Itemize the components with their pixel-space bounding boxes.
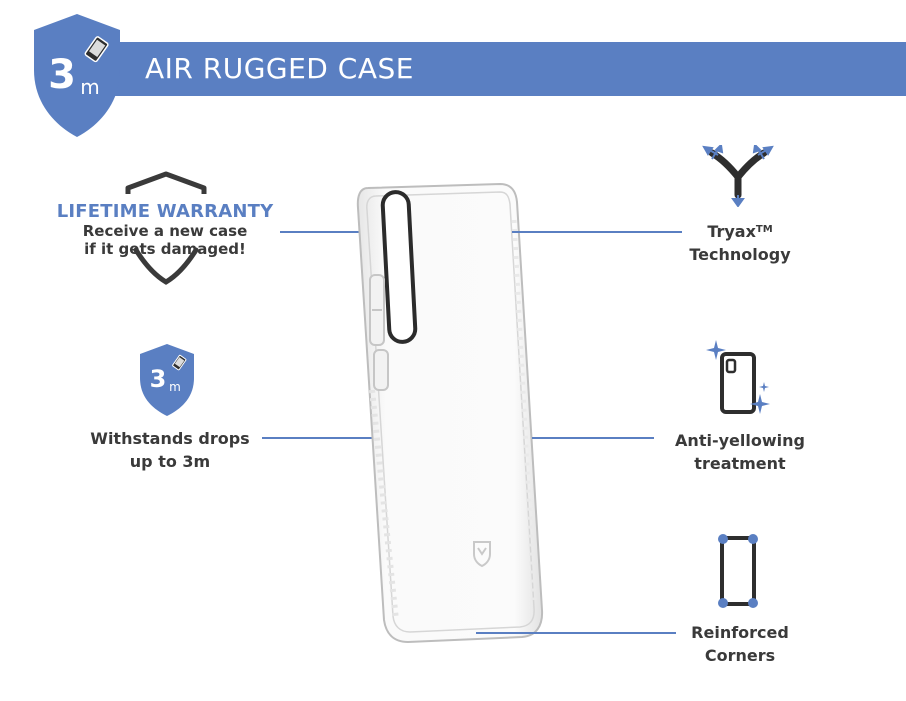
warranty-line-1: Receive a new case	[82, 222, 248, 240]
drops-connector-line	[262, 437, 380, 439]
page-title: AIR RUGGED CASE	[145, 52, 414, 85]
camera-cutout	[380, 190, 418, 344]
drops-line-1: Withstands drops	[90, 429, 250, 448]
drop-badge-number: 3	[150, 365, 167, 393]
tryax-label: TryaxTM Technology	[660, 220, 820, 266]
drops-label: Withstands drops up to 3m	[70, 427, 270, 473]
warranty-line-2: if it gets damaged!	[84, 240, 246, 258]
tryax-icon	[702, 145, 774, 207]
sparkle-icon	[759, 382, 769, 392]
corners-connector-line	[476, 632, 676, 634]
anti-yellowing-line-1: Anti-yellowing	[675, 431, 805, 450]
warranty-shield-icon	[125, 171, 207, 285]
anti-yellowing-icon	[706, 340, 770, 414]
phone-drop-icon	[84, 36, 109, 63]
warranty-connector-line	[280, 231, 360, 233]
drops-line-2: up to 3m	[129, 452, 211, 471]
anti-yellowing-label: Anti-yellowing treatment	[660, 429, 820, 475]
phone-case-image	[356, 182, 544, 644]
header-badge-unit: m	[80, 75, 99, 99]
anti-yellowing-connector-line	[532, 437, 654, 439]
sparkle-icon	[706, 340, 726, 360]
tryax-trademark: TM	[755, 224, 773, 235]
reinforced-corners-line-1: Reinforced	[691, 623, 789, 642]
reinforced-corners-line-2: Corners	[704, 646, 776, 665]
header-banner	[96, 42, 906, 96]
reinforced-corners-icon	[718, 534, 758, 608]
sparkle-icon	[750, 394, 770, 414]
shield-badge-icon: 3 m	[34, 14, 120, 137]
brand-logo-icon	[473, 541, 491, 568]
tryax-name: Tryax	[707, 222, 756, 241]
reinforced-corners-label: Reinforced Corners	[660, 621, 820, 667]
power-button	[373, 349, 389, 391]
tryax-line-2: Technology	[689, 245, 791, 264]
tryax-connector-line	[512, 231, 682, 233]
drop-shield-icon: 3 m	[140, 344, 194, 416]
header-badge-number: 3	[48, 52, 76, 98]
warranty-title: LIFETIME WARRANTY	[56, 201, 274, 222]
warranty-description: Receive a new case if it gets damaged!	[55, 222, 275, 258]
drop-badge-unit: m	[169, 380, 181, 394]
anti-yellowing-line-2: treatment	[694, 454, 786, 473]
